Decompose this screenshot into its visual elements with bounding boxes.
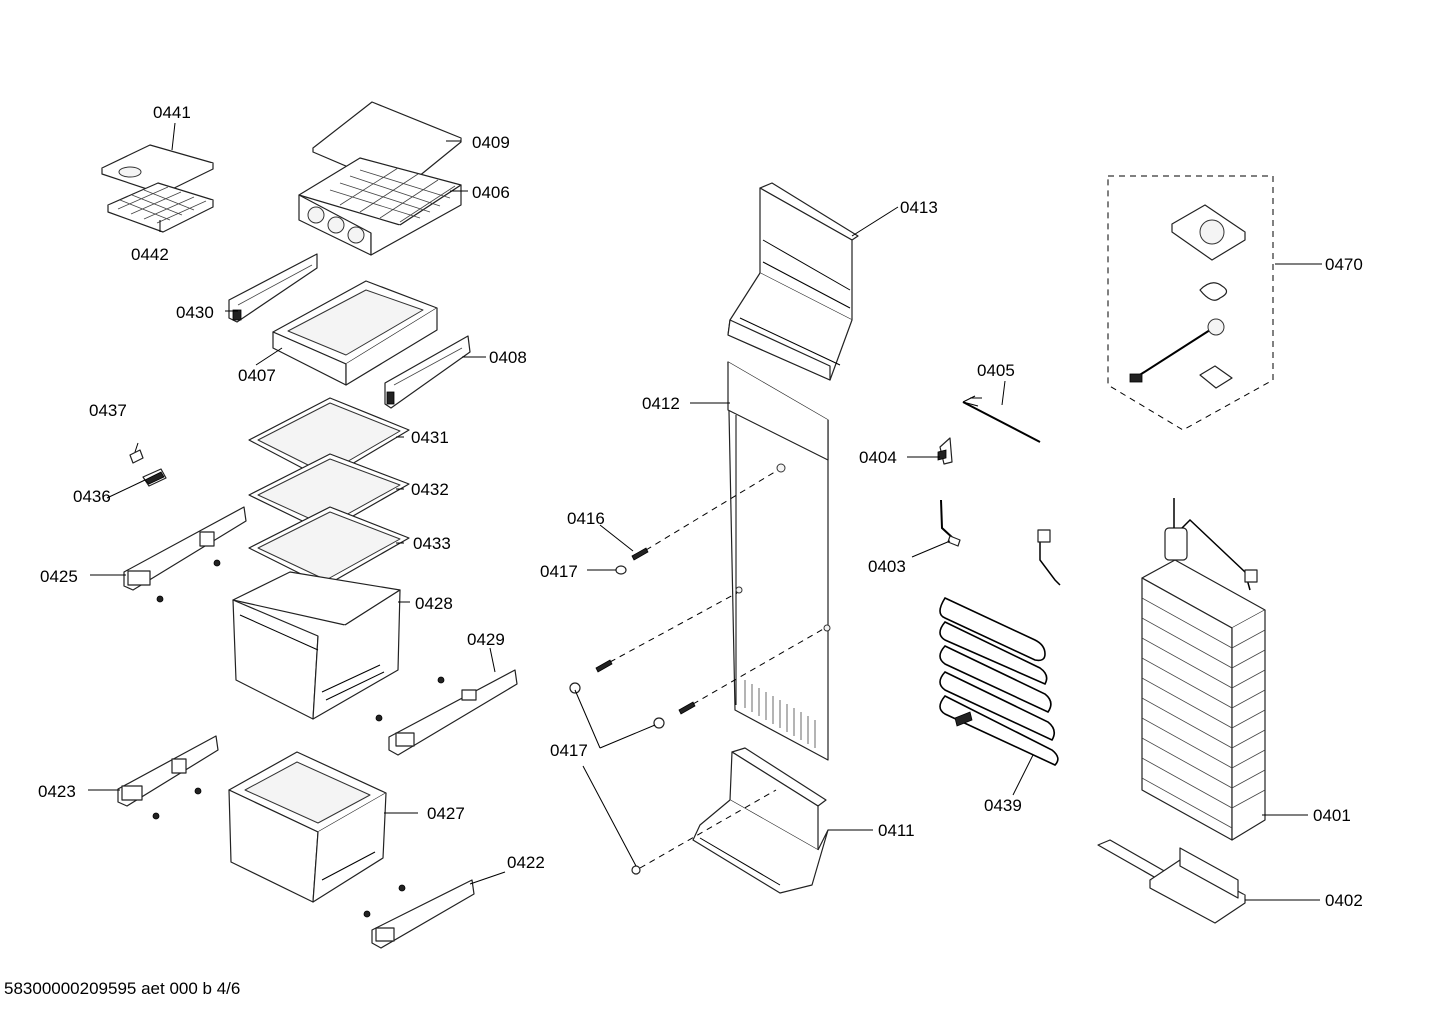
part-0405-temperature-sensor — [962, 395, 1041, 443]
part-0403-heater-wire — [940, 499, 961, 547]
part-0431-glass-shelf — [248, 397, 410, 481]
label-0406: 0406 — [472, 183, 510, 202]
label-0417-top: 0417 — [540, 562, 578, 581]
label-0442: 0442 — [131, 245, 169, 264]
part-0442-ice-cube-tray — [107, 182, 214, 233]
part-0407-drawer — [272, 280, 438, 386]
part-0401-evaporator — [1141, 498, 1266, 841]
part-0416-screws — [595, 547, 696, 715]
label-0428: 0428 — [415, 594, 453, 613]
part-0411-air-duct-bottom — [692, 747, 829, 894]
part-0408-rail-right — [384, 335, 471, 409]
label-0425: 0425 — [40, 567, 78, 586]
label-0412: 0412 — [642, 394, 680, 413]
label-0422: 0422 — [507, 853, 545, 872]
label-0401: 0401 — [1313, 806, 1351, 825]
part-0433-glass-shelf — [248, 506, 410, 587]
dashed-assembly-lines — [609, 469, 826, 869]
part-0422-drawer-rail — [363, 879, 475, 949]
part-0439-defrost-heater — [939, 529, 1061, 766]
part-0428-vegetable-drawer — [232, 571, 401, 720]
label-0470: 0470 — [1325, 255, 1363, 274]
leader-lines — [88, 122, 1322, 901]
part-0436-light-cover — [142, 468, 167, 487]
label-0417-bottom: 0417 — [550, 741, 588, 760]
part-0432-glass-shelf — [248, 453, 410, 533]
label-0408: 0408 — [489, 348, 527, 367]
label-0427: 0427 — [427, 804, 465, 823]
document-footer-code: 58300000209595 aet 000 b 4/6 — [4, 979, 241, 998]
part-0423-drawer-rail — [117, 735, 219, 820]
part-0437-clip — [129, 442, 144, 464]
part-labels: 0441 0442 0409 0406 0430 0407 0408 0437 … — [38, 103, 1363, 910]
part-0429-drawer-rail — [375, 669, 518, 756]
part-0427-freezer-drawer — [228, 751, 387, 903]
label-0430: 0430 — [176, 303, 214, 322]
label-0413: 0413 — [900, 198, 938, 217]
label-0433: 0433 — [413, 534, 451, 553]
label-0404: 0404 — [859, 448, 897, 467]
label-0405: 0405 — [977, 361, 1015, 380]
part-0417-caps — [569, 565, 665, 875]
part-0406-ice-container — [298, 157, 462, 256]
part-0413-air-duct-top — [727, 182, 859, 381]
part-0412-rear-panel — [727, 361, 831, 761]
label-0436: 0436 — [73, 487, 111, 506]
label-0423: 0423 — [38, 782, 76, 801]
label-0431: 0431 — [411, 428, 449, 447]
label-0407: 0407 — [238, 366, 276, 385]
label-0411: 0411 — [878, 821, 915, 840]
part-0402-drip-tray — [1097, 839, 1246, 924]
label-0441: 0441 — [153, 103, 191, 122]
label-0437: 0437 — [89, 401, 127, 420]
label-0402: 0402 — [1325, 891, 1363, 910]
label-0409: 0409 — [472, 133, 510, 152]
part-0425-drawer-rail — [123, 506, 247, 603]
part-0470-fan-assembly — [1107, 175, 1274, 431]
part-0404-clip — [937, 437, 953, 465]
label-0432: 0432 — [411, 480, 449, 499]
label-0403: 0403 — [868, 557, 906, 576]
part-0441-ice-tray-cover — [101, 144, 214, 195]
part-0430-rail-left — [228, 253, 318, 323]
label-0429: 0429 — [467, 630, 505, 649]
label-0439: 0439 — [984, 796, 1022, 815]
label-0416: 0416 — [567, 509, 605, 528]
